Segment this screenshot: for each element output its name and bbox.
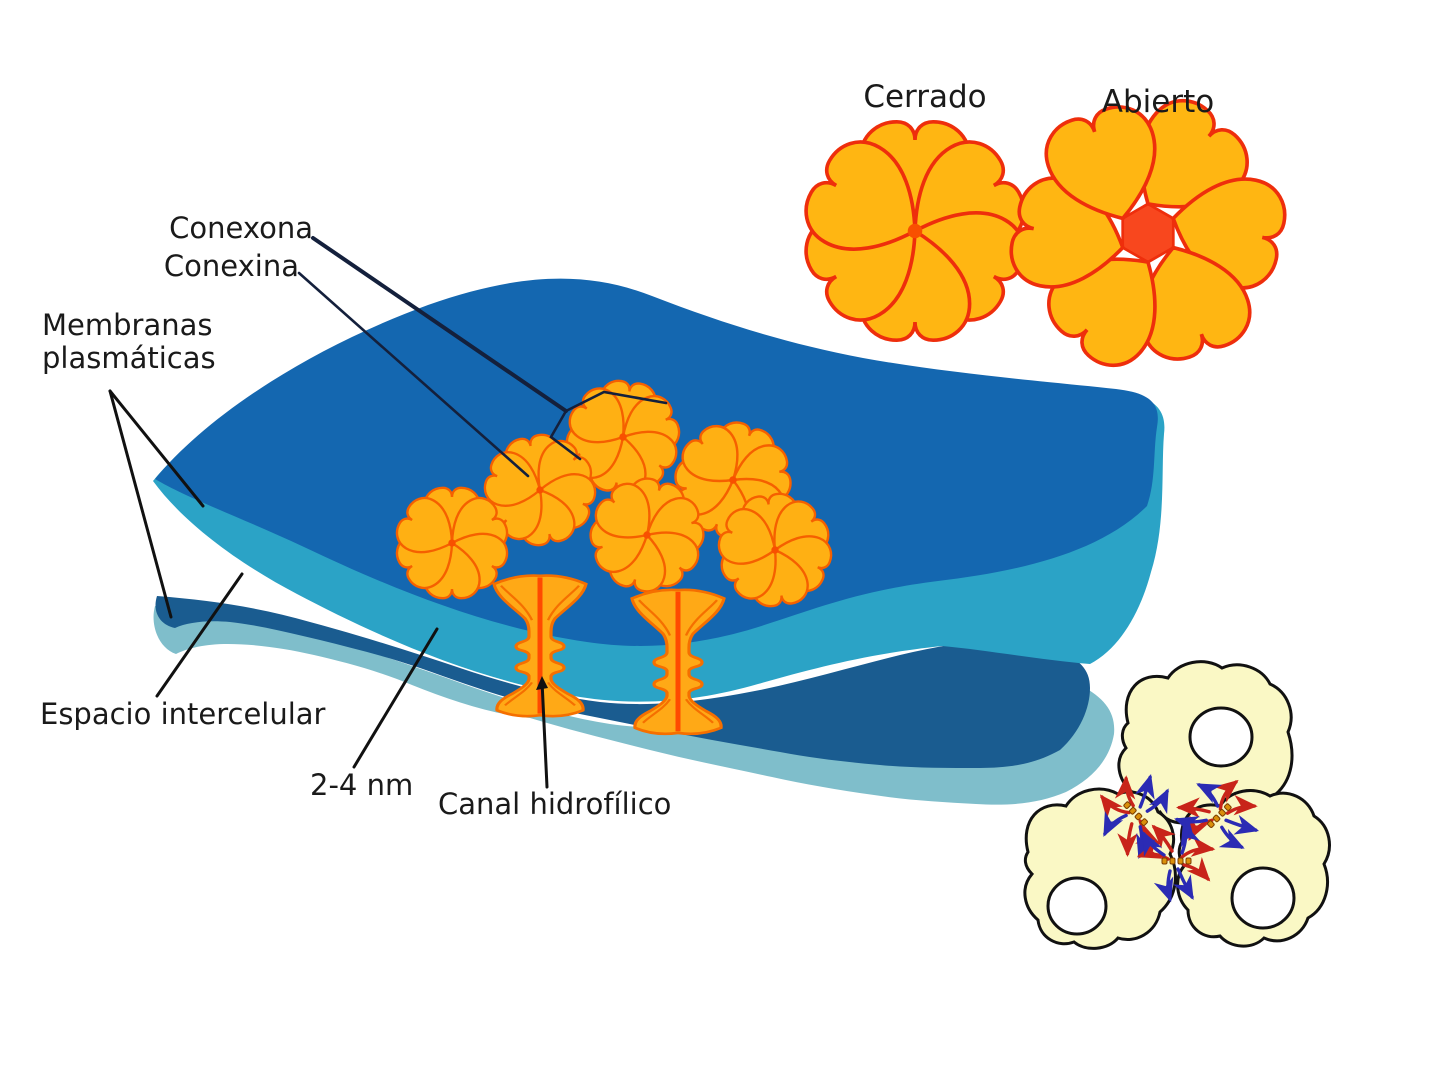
leader-gap-width [352, 627, 439, 769]
label-conexina: Conexina [163, 249, 299, 283]
label-canal-hidrofilico: Canal hidrofílico [438, 787, 672, 821]
nucleus [1046, 876, 1108, 936]
label-espacio-intercelular: Espacio intercelular [40, 697, 326, 731]
leader-conexona-bracket-bottom [549, 409, 582, 461]
leader-conexina [297, 271, 530, 478]
leader-conexona [311, 236, 568, 413]
leader-membranas-upper [108, 389, 205, 508]
label-membranas-line2: plasmáticas [42, 341, 216, 376]
label-membranas: Membranas plasmáticas [42, 308, 216, 376]
label-gap-width: 2-4 nm [310, 768, 414, 802]
label-membranas-line1: Membranas [42, 308, 213, 342]
leader-membranas-lower [108, 389, 173, 619]
label-estado-cerrado: Cerrado [863, 79, 987, 115]
label-conexona: Conexona [169, 211, 313, 245]
leader-conexona-bracket-top [564, 390, 668, 413]
lower-membrane-surface [155, 596, 1090, 768]
leader-canal [540, 679, 549, 789]
nucleus [1230, 866, 1296, 930]
connexon-closed-state [793, 122, 1037, 340]
leader-canal-arrowhead [536, 676, 548, 690]
label-estado-abierto: Abierto [1101, 84, 1215, 120]
connexon-open-state [1005, 86, 1292, 380]
nucleus [1188, 706, 1254, 768]
leader-espacio [155, 572, 244, 698]
